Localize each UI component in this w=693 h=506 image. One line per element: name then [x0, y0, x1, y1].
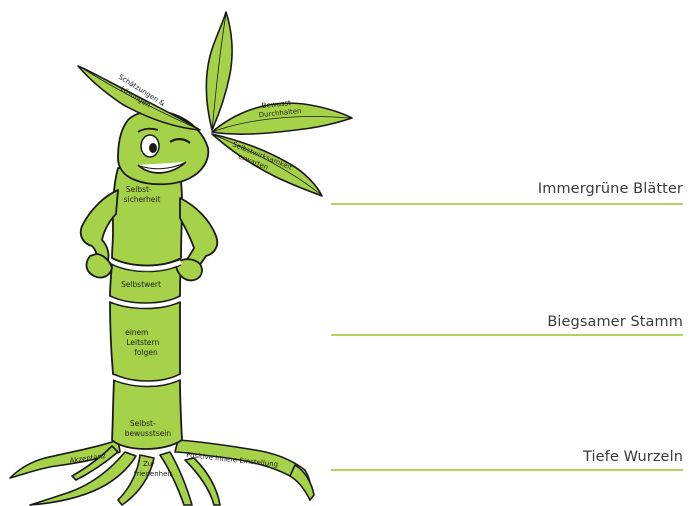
segment-4-line-2: bewusstsein — [125, 429, 172, 438]
rule-stem — [331, 334, 683, 336]
segment-3-line-1: einem — [125, 328, 148, 337]
label-flexible-stem: Biegsamer Stamm — [547, 314, 683, 330]
root-right-tip — [290, 465, 314, 500]
root-middle-line-1: Zu- — [143, 460, 155, 468]
segment-2-line-1: Selbstwert — [121, 280, 161, 289]
segment-3-line-2: Leitstern — [126, 338, 159, 347]
segment-1-line-1: Selbst- — [126, 185, 152, 194]
left-pupil — [149, 143, 157, 153]
root-middle-line-2: friedenheit — [134, 470, 172, 478]
label-evergreen-leaves: Immergrüne Blätter — [538, 181, 683, 197]
label-deep-roots: Tiefe Wurzeln — [583, 449, 683, 465]
leaf-2-top — [206, 12, 232, 130]
rule-leaves — [331, 203, 683, 205]
segment-2-label: Selbstwert — [121, 280, 161, 289]
segment-3-line-3: folgen — [134, 348, 158, 357]
trunk-segment-bottom — [112, 380, 182, 449]
segment-1-line-2: sicherheit — [124, 195, 161, 204]
rule-roots — [331, 469, 683, 471]
segment-4-line-1: Selbst- — [130, 419, 156, 428]
